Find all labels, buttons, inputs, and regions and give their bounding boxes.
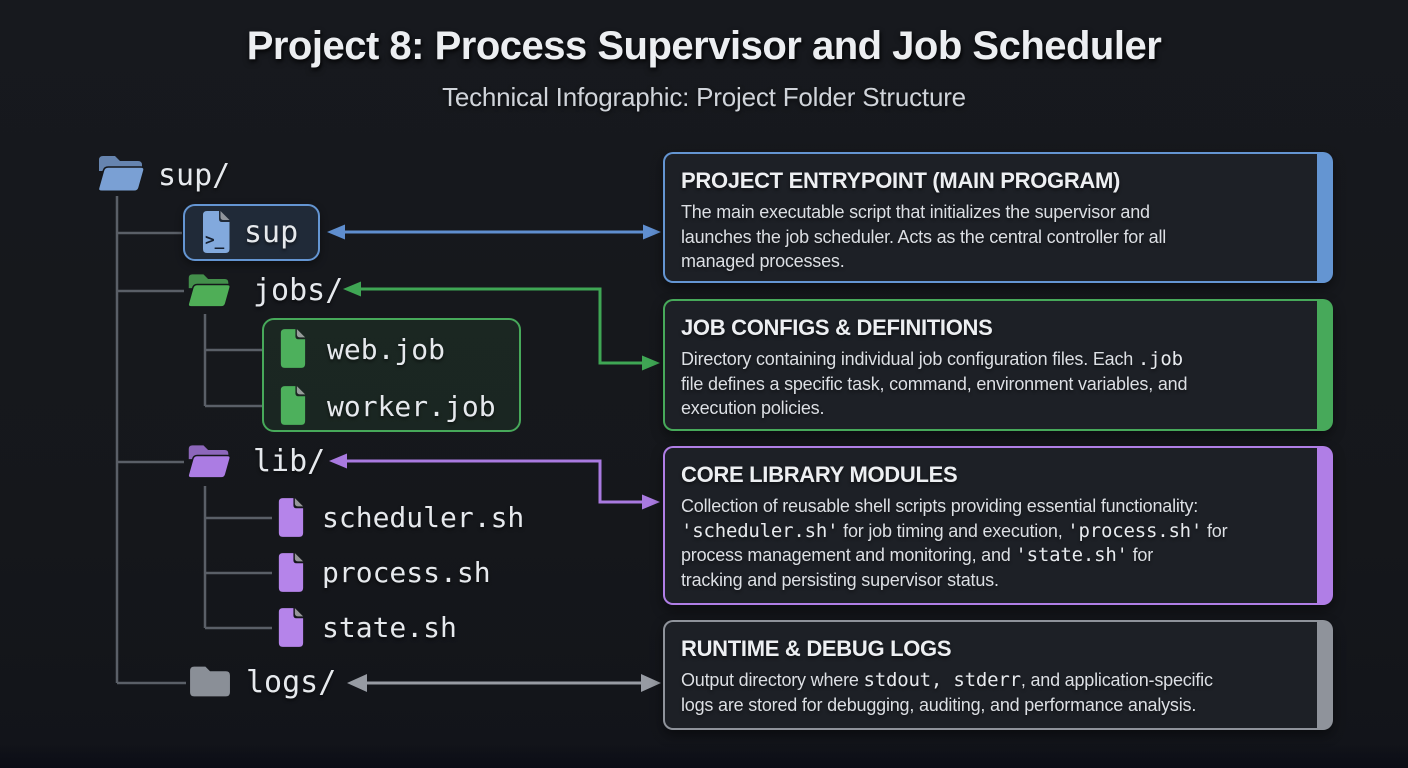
callout-title: JOB CONFIGS & DEFINITIONS [681,315,993,340]
callout-title: RUNTIME & DEBUG LOGS [681,636,952,661]
callout-body: The main executable script that initiali… [681,202,1167,271]
connector-jobs-configs [343,281,660,371]
folder-open-icon [186,440,232,482]
tree-label-web-job: web.job [327,333,446,366]
folder-open-icon [186,269,232,311]
callout-core-library: CORE LIBRARY MODULES Collection of reusa… [663,446,1333,605]
tree-label-logs: logs/ [246,665,337,700]
tree-label-sup: sup [244,215,299,250]
tree-label-lib: lib/ [253,444,326,479]
tree-label-process-sh: process.sh [322,556,491,589]
file-icon [274,550,307,595]
file-icon [274,605,307,650]
tree-label-root: sup/ [158,158,231,193]
callout-entrypoint: PROJECT ENTRYPOINT (MAIN PROGRAM) The ma… [663,152,1333,283]
file-icon [276,383,309,428]
terminal-file-icon [198,209,234,255]
callout-job-configs: JOB CONFIGS & DEFINITIONS Directory cont… [663,299,1333,431]
page-title: Project 8: Process Supervisor and Job Sc… [246,24,1162,68]
folder-open-icon [96,152,146,194]
connector-logs-runtime [347,674,661,692]
tree-label-state-sh: state.sh [322,611,457,644]
callout-body: Collection of reusable shell scripts pro… [681,496,1228,590]
connector-lib-library [329,453,660,510]
folder-closed-icon [187,661,232,701]
callout-body: Directory containing individual job conf… [681,348,1188,418]
callout-runtime-logs: RUNTIME & DEBUG LOGS Output directory wh… [663,620,1333,730]
tree-label-scheduler-sh: scheduler.sh [322,501,525,534]
connector-sup-entrypoint [327,224,661,240]
page-subtitle: Technical Infographic: Project Folder St… [442,82,966,112]
file-icon [274,495,307,540]
file-icon [276,326,309,371]
callout-title: PROJECT ENTRYPOINT (MAIN PROGRAM) [681,168,1121,193]
callout-body: Output directory where stdout, stderr, a… [681,669,1213,715]
job-files-group-box [262,318,521,432]
callout-title: CORE LIBRARY MODULES [681,462,958,487]
tree-label-worker-job: worker.job [327,390,496,423]
tree-label-jobs: jobs/ [253,273,344,308]
